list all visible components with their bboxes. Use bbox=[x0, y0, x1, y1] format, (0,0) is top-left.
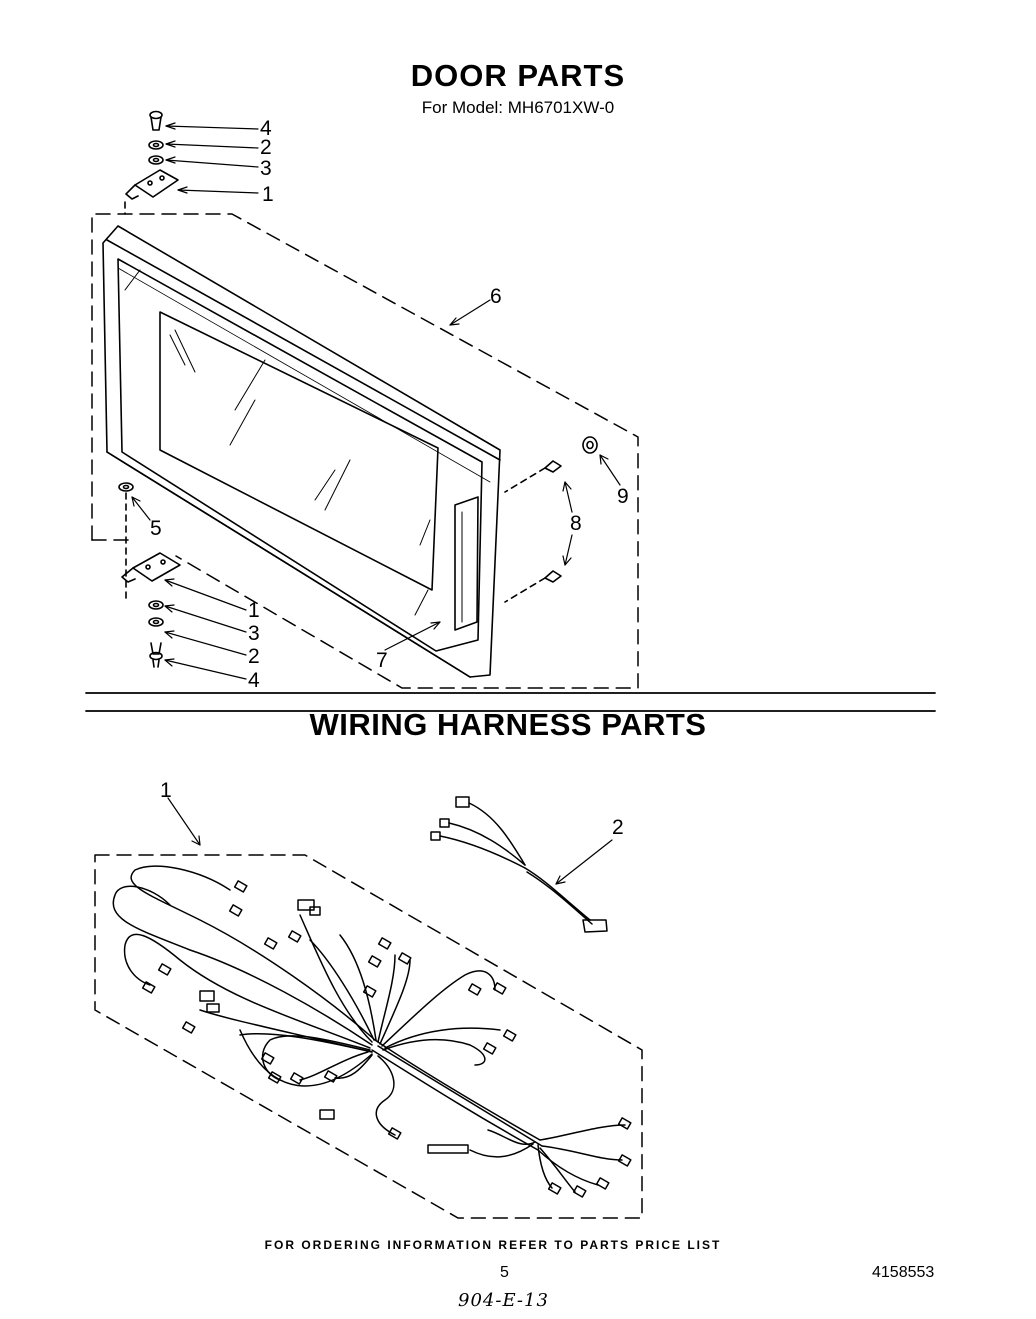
top-washer bbox=[148, 140, 164, 150]
page-number: 5 bbox=[500, 1264, 509, 1281]
model-subtitle: For Model: MH6701XW-0 bbox=[421, 98, 615, 117]
callout-main-harness: 1 bbox=[160, 779, 172, 802]
bottom-screw bbox=[149, 642, 163, 668]
callout-hinge-screws: 8 bbox=[570, 512, 582, 535]
callout-bottom-washer: 2 bbox=[248, 645, 260, 668]
hinge-screw-upper bbox=[504, 460, 562, 493]
callout-top-hinge: 1 bbox=[262, 183, 274, 206]
callout-door-assembly: 6 bbox=[490, 285, 502, 308]
callout-shim: 5 bbox=[150, 517, 162, 540]
wiring-harness-diagram bbox=[94, 796, 643, 1219]
callout-door-glass: 7 bbox=[376, 649, 388, 672]
ordering-note: FOR ORDERING INFORMATION REFER TO PARTS … bbox=[264, 1238, 722, 1252]
top-screw bbox=[149, 110, 163, 131]
door-parts-title: DOOR PARTS bbox=[410, 58, 626, 93]
callout-bottom-hinge: 1 bbox=[248, 599, 260, 622]
bottom-spacer bbox=[148, 600, 164, 610]
document-number: 4158553 bbox=[872, 1264, 935, 1281]
wiring-harness-2 bbox=[430, 796, 608, 933]
door-assembly bbox=[102, 225, 501, 678]
callout-top-washer: 2 bbox=[260, 136, 272, 159]
callout-top-spacer: 3 bbox=[260, 157, 272, 180]
top-spacer bbox=[148, 155, 164, 165]
callout-bottom-screw: 4 bbox=[248, 669, 260, 692]
bottom-washer bbox=[148, 617, 164, 627]
main-wiring-harness bbox=[112, 865, 632, 1198]
handwritten-code: 904-E-13 bbox=[458, 1290, 549, 1311]
bottom-hinge bbox=[121, 552, 181, 583]
callout-harness-2: 2 bbox=[612, 816, 624, 839]
bumper bbox=[582, 436, 598, 454]
callout-bottom-spacer: 3 bbox=[248, 622, 260, 645]
hinge-screw-lower bbox=[504, 570, 562, 603]
shim bbox=[118, 482, 134, 492]
top-hinge bbox=[125, 169, 179, 200]
callout-top-screw: 4 bbox=[260, 117, 272, 140]
wiring-harness-title: WIRING HARNESS PARTS bbox=[309, 707, 707, 742]
callout-bumper: 9 bbox=[617, 485, 629, 508]
